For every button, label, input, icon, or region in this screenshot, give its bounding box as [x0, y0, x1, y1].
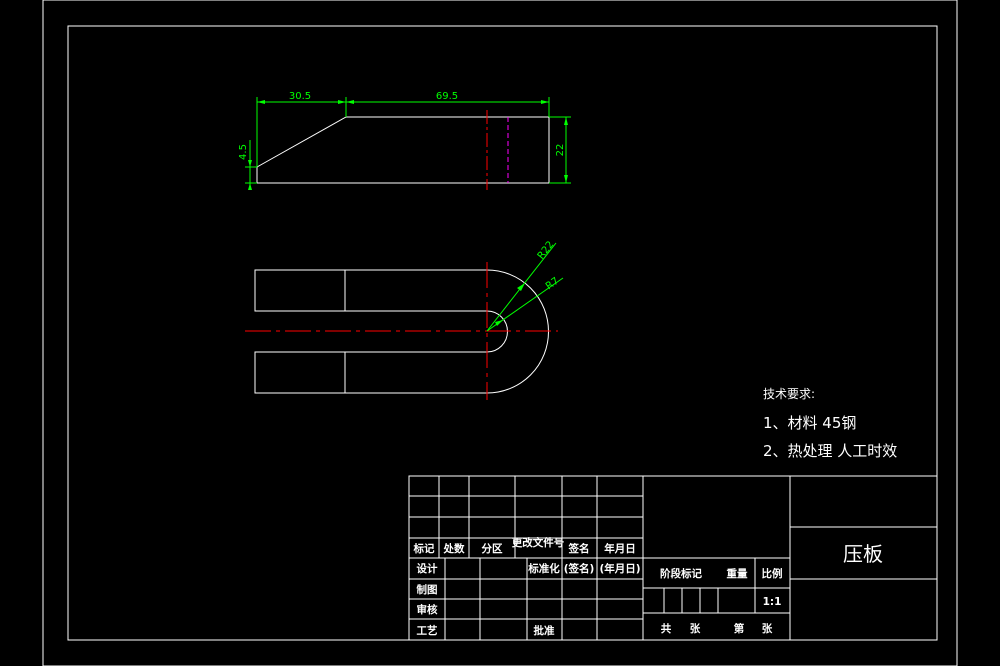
tb-total: 共 — [661, 622, 672, 635]
dimension-arrows — [248, 100, 568, 190]
side-view-dimensions — [245, 97, 571, 190]
tb-header-count: 处数 — [443, 542, 465, 555]
tb-header-signature: 签名 — [568, 542, 590, 555]
tb-row-review: 审核 — [417, 603, 438, 616]
plan-view-outline — [254, 269, 549, 394]
tb-header-change-doc: 更改文件号 — [512, 536, 565, 549]
dim-radius-outer: R22 — [536, 239, 557, 261]
tb-row-date-paren: (年月日) — [599, 562, 640, 575]
dim-total-height: 22 — [555, 144, 566, 157]
tb-weight: 重量 — [727, 567, 748, 580]
title-block-grid — [408, 475, 938, 641]
notes-heading: 技术要求: — [763, 387, 815, 401]
tb-row-sign-paren: (签名) — [564, 562, 595, 575]
dim-end-height: 4.5 — [238, 144, 249, 160]
notes-line-1: 1、材料 45钢 — [763, 414, 856, 432]
dim-body-length: 69.5 — [436, 91, 458, 102]
radius-arrows — [495, 283, 525, 326]
plan-view — [254, 269, 549, 394]
side-view — [256, 116, 550, 184]
dim-slope-length: 30.5 — [289, 91, 311, 102]
tb-row-draw: 制图 — [417, 583, 438, 596]
tb-row-process: 工艺 — [417, 624, 438, 637]
notes-line-2: 2、热处理 人工时效 — [763, 442, 897, 460]
tb-header-mark: 标记 — [413, 542, 435, 555]
tb-row-design: 设计 — [417, 562, 438, 575]
tb-stage-mark: 阶段标记 — [660, 567, 702, 580]
tb-sheet-no: 第 — [734, 622, 745, 635]
tb-sheets-2: 张 — [762, 622, 773, 635]
outer-frame — [42, 0, 958, 666]
inner-frame — [67, 25, 938, 641]
side-view-outline — [256, 116, 550, 184]
tb-header-zone: 分区 — [482, 542, 503, 555]
tb-scale-label: 比例 — [762, 567, 783, 580]
tb-scale-value: 1:1 — [763, 596, 782, 608]
tb-row-approve: 批准 — [534, 624, 555, 637]
tb-header-date: 年月日 — [604, 542, 636, 555]
part-name: 压板 — [843, 542, 883, 566]
tb-sheets-1: 张 — [690, 622, 701, 635]
tb-row-standardize: 标准化 — [527, 562, 560, 575]
